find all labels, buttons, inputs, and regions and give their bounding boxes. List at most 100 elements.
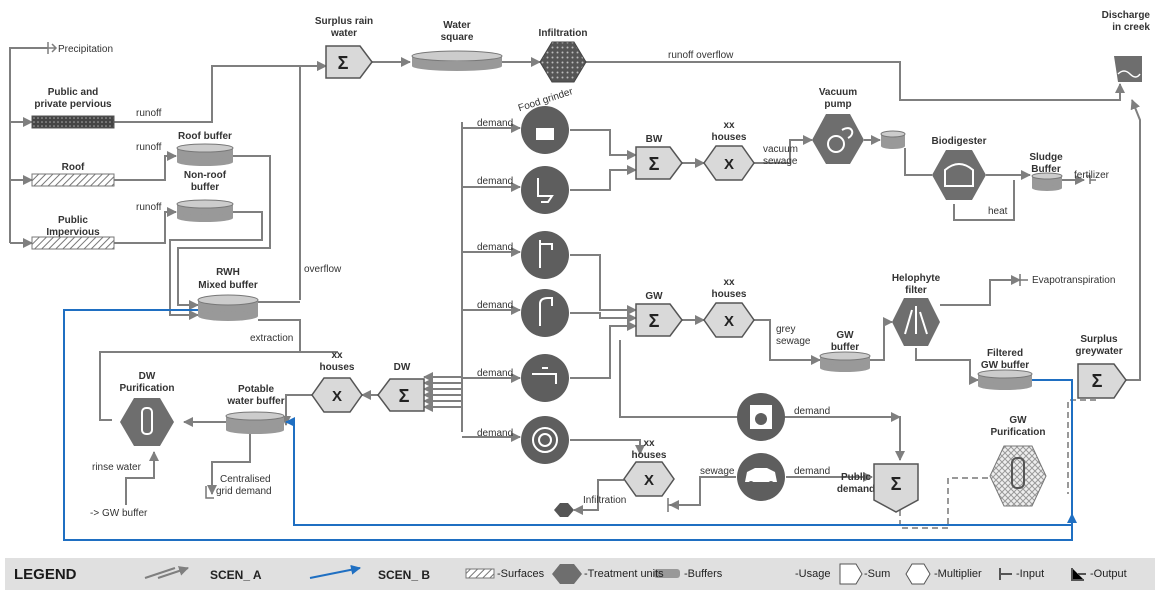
svg-text:overflow: overflow	[304, 264, 342, 275]
svg-text:Public: Public	[841, 472, 871, 483]
svg-text:Roof: Roof	[62, 162, 85, 173]
svg-text:DW: DW	[139, 371, 156, 382]
svg-text:BW: BW	[646, 134, 663, 145]
biodigester: Biodigester	[931, 136, 987, 200]
svg-text:Infiltration: Infiltration	[583, 495, 626, 506]
svg-text:xx: xx	[643, 438, 655, 449]
svg-text:Σ: Σ	[399, 386, 410, 406]
svg-text:xx: xx	[723, 120, 735, 131]
svg-text:houses: houses	[319, 362, 354, 373]
svg-text:demand: demand	[477, 368, 513, 379]
svg-text:demand: demand	[477, 242, 513, 253]
svg-text:xx: xx	[331, 350, 343, 361]
svg-text:pump: pump	[824, 99, 851, 110]
svg-text:GW: GW	[645, 291, 663, 302]
svg-text:GW: GW	[836, 330, 854, 341]
surplus-greywater-sum: Surplus greywater Σ	[1075, 334, 1127, 399]
test-tube-icon	[1011, 457, 1025, 489]
connectors	[9, 47, 1141, 529]
svg-text:in creek: in creek	[1112, 22, 1150, 33]
usage-toilet	[521, 166, 569, 214]
usage-food-grinder: Food grinder	[517, 86, 575, 154]
pervious-surface: Public and private pervious	[31, 87, 115, 129]
svg-text:private pervious: private pervious	[34, 99, 112, 110]
svg-text:heat: heat	[988, 206, 1008, 217]
svg-text:buffer: buffer	[831, 342, 859, 353]
svg-text:Helophyte: Helophyte	[892, 273, 941, 284]
xx-houses-dw: xx houses X	[311, 350, 363, 413]
car-icon	[745, 468, 777, 482]
svg-text:houses: houses	[631, 450, 666, 461]
legend-sum: -Sum	[864, 568, 891, 580]
vacuum-small-buffer	[880, 130, 906, 149]
legend-treatment-units: -Treatment units	[584, 568, 664, 580]
svg-text:grid demand: grid demand	[216, 486, 272, 497]
svg-text:Buffer: Buffer	[1031, 164, 1061, 175]
fertilizer-output: fertilizer	[1074, 170, 1110, 184]
svg-text:Biodigester: Biodigester	[931, 136, 986, 147]
legend-buffers: -Buffers	[684, 568, 723, 580]
wave-icon	[1117, 70, 1141, 78]
svg-text:vacuum: vacuum	[763, 144, 798, 155]
legend-surfaces: -Surfaces	[497, 568, 545, 580]
svg-text:demand: demand	[794, 466, 830, 477]
vacuum-icon	[827, 135, 845, 153]
legend-scen-a: SCEN_ A	[210, 568, 262, 582]
usage-shower	[521, 231, 569, 279]
svg-text:X: X	[332, 388, 342, 405]
legend-output: -Output	[1090, 568, 1127, 580]
svg-text:Σ: Σ	[1092, 371, 1103, 391]
gw-buffer: GW buffer	[819, 330, 871, 372]
svg-text:grey: grey	[776, 324, 795, 335]
svg-text:Mixed buffer: Mixed buffer	[198, 280, 258, 291]
svg-text:houses: houses	[711, 132, 746, 143]
hose-icon	[532, 427, 558, 453]
precipitation-label: Precipitation	[58, 44, 113, 55]
svg-text:Sludge: Sludge	[1029, 152, 1063, 163]
rwh-mixed-buffer: RWH Mixed buffer	[197, 267, 259, 321]
svg-text:DW: DW	[394, 362, 411, 373]
faucet-icon	[539, 297, 553, 326]
svg-text:Σ: Σ	[649, 311, 660, 331]
svg-text:Infiltration: Infiltration	[539, 28, 588, 39]
svg-text:Discharge: Discharge	[1102, 10, 1151, 21]
non-roof-buffer: Non-roof buffer	[176, 170, 234, 222]
svg-text:GW: GW	[1009, 415, 1027, 426]
svg-text:-> GW buffer: -> GW buffer	[90, 508, 148, 519]
xx-houses-bw: xx houses X	[703, 120, 755, 181]
vacuum-pump: Vacuum pump	[812, 87, 864, 164]
svg-text:filter: filter	[905, 285, 927, 296]
svg-text:Non-roof: Non-roof	[184, 170, 227, 181]
svg-text:X: X	[644, 472, 654, 489]
svg-text:Purification: Purification	[990, 427, 1045, 438]
public-impervious-surface: Public Impervious	[31, 215, 115, 250]
legend-input: -Input	[1016, 568, 1045, 580]
svg-text:runoff: runoff	[136, 202, 162, 213]
legend-scen-b: SCEN_ B	[378, 568, 431, 582]
svg-text:X: X	[724, 156, 734, 173]
gw-sum: GW Σ	[635, 291, 683, 337]
svg-text:houses: houses	[711, 289, 746, 300]
svg-text:X: X	[724, 313, 734, 330]
potable-water-buffer: Potable water buffer	[225, 384, 285, 434]
sewage-output	[667, 498, 676, 512]
legend-title: LEGEND	[14, 566, 77, 583]
dw-purification: DW Purification	[119, 371, 175, 446]
svg-text:Surplus: Surplus	[1080, 334, 1118, 345]
precipitation-input: Precipitation	[47, 42, 113, 55]
svg-text:xx: xx	[723, 277, 735, 288]
helophyte-filter: Helophyte filter	[892, 273, 941, 346]
svg-text:Σ: Σ	[891, 474, 902, 494]
svg-text:demand: demand	[477, 428, 513, 439]
svg-text:water: water	[330, 28, 357, 39]
svg-text:Water: Water	[443, 20, 471, 31]
svg-text:Evapotranspiration: Evapotranspiration	[1032, 275, 1115, 286]
svg-text:Impervious: Impervious	[46, 227, 100, 238]
svg-text:demand: demand	[837, 484, 875, 495]
svg-text:GW buffer: GW buffer	[981, 360, 1029, 371]
svg-text:Centralised: Centralised	[220, 474, 271, 485]
svg-text:buffer: buffer	[191, 182, 219, 193]
legend-multiplier: -Multiplier	[934, 568, 982, 580]
scen-b-lines	[63, 309, 1077, 541]
test-tube-icon	[141, 407, 153, 435]
